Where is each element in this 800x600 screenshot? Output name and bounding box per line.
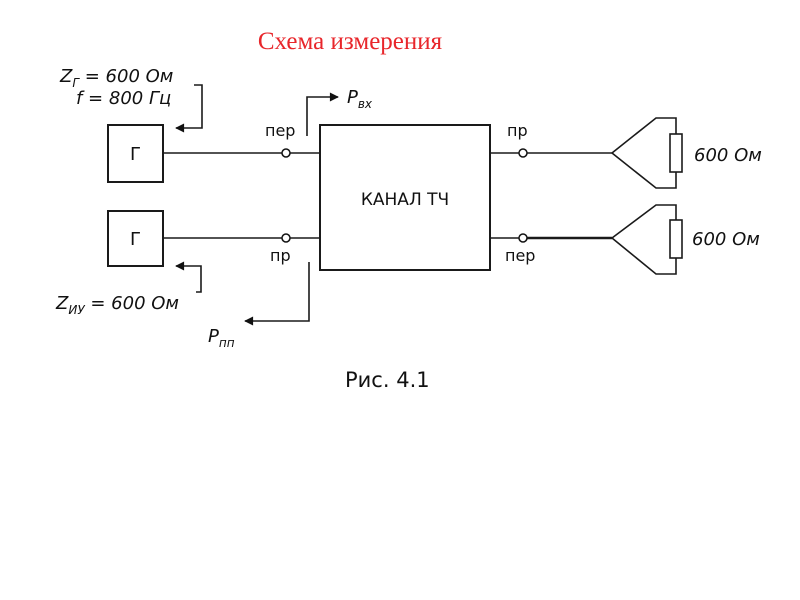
load-top-upper-lead: [611, 117, 677, 154]
port-right-top: [518, 148, 528, 158]
generator-param-arrow: [175, 84, 203, 133]
port-left-top: [281, 148, 291, 158]
port-right-bottom: [518, 233, 528, 243]
power-noise-label: Pпп: [208, 326, 235, 350]
diagram-title: Схема измерения: [257, 28, 443, 55]
load-top-resistor: [669, 133, 683, 173]
port-left-bottom-label: пр: [270, 246, 291, 265]
port-left-bottom: [281, 233, 291, 243]
load-bottom-upper-lead: [611, 204, 677, 239]
load-top-lower-lead: [611, 152, 677, 189]
generator-frequency-label: f = 800 Гц: [76, 88, 171, 109]
generator-top-box: [107, 124, 164, 183]
meter-param-arrow: [175, 261, 202, 293]
generator-bottom-label: Г: [130, 229, 141, 250]
load-bottom-lower-lead: [611, 237, 677, 275]
generator-bottom-box: [107, 210, 164, 267]
load-top-label: 600 Ом: [694, 145, 762, 166]
channel-box: [319, 124, 491, 271]
load-bottom-label: 600 Ом: [692, 229, 760, 250]
load-bottom-resistor: [669, 219, 683, 259]
power-in-label: Pвх: [347, 87, 373, 111]
figure-caption: Рис. 4.1: [345, 368, 430, 392]
generator-top-label: Г: [130, 144, 141, 165]
power-in-arrow: [306, 92, 339, 136]
meter-impedance-label: ZИУ = 600 Ом: [55, 293, 179, 317]
port-left-top-label: пер: [265, 121, 295, 140]
power-noise-arrow: [244, 262, 310, 326]
port-right-top-label: пр: [507, 121, 528, 140]
port-right-bottom-label: пер: [505, 246, 535, 265]
channel-label: КАНАЛ ТЧ: [361, 190, 449, 210]
generator-impedance-label: ZГ = 600 Ом: [59, 66, 173, 90]
